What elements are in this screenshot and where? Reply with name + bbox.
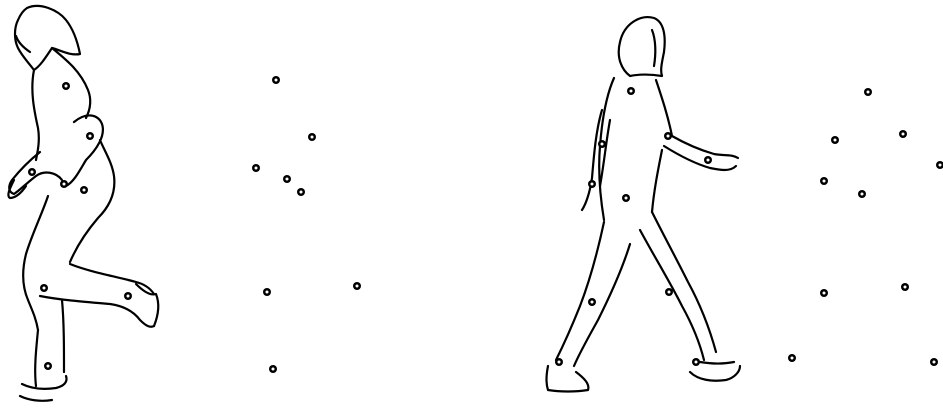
running-figure-markers — [28, 82, 132, 370]
walking-dot-rear-elbow — [831, 136, 839, 144]
running-dot-hip — [297, 188, 305, 196]
walking-front-arm-top — [672, 136, 738, 158]
running-back-line — [70, 140, 114, 262]
walking-dot-wrist — [936, 161, 943, 169]
running-hip-front — [23, 196, 48, 330]
running-point-light-display — [252, 76, 361, 373]
walking-dot-hip — [858, 190, 866, 198]
walking-marker-shoulder — [627, 87, 635, 95]
walking-figure-outline — [547, 17, 741, 391]
walking-marker-wrist — [704, 156, 712, 164]
running-dot-rear-ankle — [353, 282, 361, 290]
walking-figure-markers — [555, 87, 712, 366]
walking-marker-rear-elbow — [598, 140, 606, 148]
walking-point-light-display — [788, 88, 943, 366]
walking-marker-rear-knee — [588, 298, 596, 306]
walking-dot-ankle — [930, 358, 938, 366]
walking-dot-rear-knee — [820, 289, 828, 297]
running-head — [15, 6, 80, 70]
walking-marker-ankle — [692, 358, 700, 366]
walking-torso-front — [656, 80, 672, 136]
running-dot-knee — [263, 288, 271, 296]
running-upper-arm — [66, 115, 103, 186]
running-stance-leg-b — [62, 300, 64, 372]
walking-marker-knee — [665, 288, 673, 296]
running-torso-front — [32, 70, 38, 160]
running-marker-ankle — [44, 362, 52, 370]
running-marker-knee — [40, 284, 48, 292]
walking-rear-foot — [547, 366, 589, 392]
walking-dot-rear-wrist — [820, 177, 828, 185]
walking-rear-leg-front — [574, 244, 630, 366]
running-marker-hip — [80, 186, 88, 194]
walking-dot-head — [864, 88, 872, 96]
walking-rear-leg-back — [556, 222, 604, 360]
running-dot-hand — [283, 175, 291, 183]
running-figure-outline — [8, 6, 158, 401]
walking-head — [619, 17, 665, 76]
running-rear-leg-bottom — [40, 296, 154, 327]
running-dot-wrist — [252, 164, 260, 172]
walking-marker-hip — [622, 194, 630, 202]
walking-face — [652, 30, 655, 66]
running-dot-ankle — [269, 365, 277, 373]
walking-marker-elbow — [664, 132, 672, 140]
running-dot-elbow — [308, 133, 316, 141]
walking-dot-elbow — [899, 130, 907, 138]
walking-front-leg-front — [652, 212, 716, 352]
running-marker-hand — [60, 180, 68, 188]
walking-marker-rear-ankle — [555, 358, 563, 366]
walking-marker-rear-wrist — [588, 180, 596, 188]
running-stance-foot — [20, 376, 67, 401]
running-marker-shoulder — [62, 82, 70, 90]
running-marker-rear-ankle — [124, 292, 132, 300]
running-dot-head — [272, 76, 280, 84]
walking-dot-rear-ankle — [788, 354, 796, 362]
running-torso-back — [52, 48, 90, 118]
running-stance-leg-a — [35, 330, 38, 386]
running-marker-elbow — [86, 132, 94, 140]
walking-chest — [652, 150, 662, 212]
walking-dot-knee — [901, 283, 909, 291]
running-marker-wrist — [28, 168, 36, 176]
